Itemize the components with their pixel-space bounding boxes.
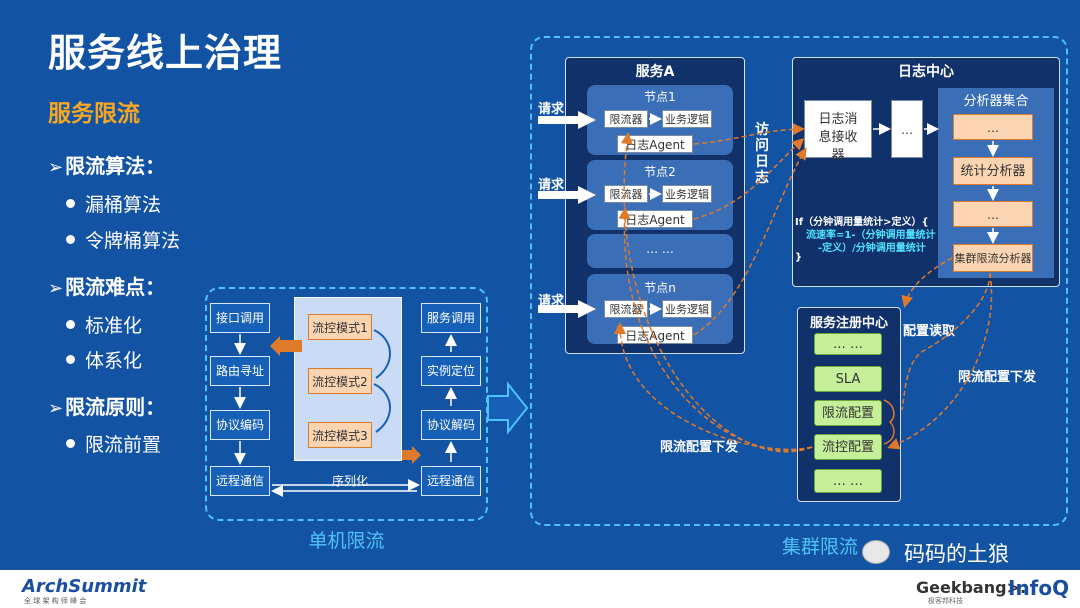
analyzer-ellipsis-1: … [953, 114, 1033, 140]
log-center-title: 日志中心 [898, 64, 954, 80]
list-item: 漏桶算法 [66, 190, 161, 217]
business-logic: 业务逻辑 [662, 185, 712, 203]
left-step-4: 远程通信 [210, 466, 270, 496]
limiter: 限流器 [604, 110, 648, 128]
right-step-3: 协议解码 [421, 410, 481, 440]
right-step-1: 服务调用 [421, 303, 481, 333]
archsummit-sub: 全 球 架 构 师 峰 会 [24, 597, 87, 605]
node-ellipsis-label: … … [646, 242, 674, 256]
archsummit-logo: ArchSummit [22, 576, 147, 597]
registry-title: 服务注册中心 [809, 316, 888, 331]
formula-line-2: 流速率=1-（分钟调用量统计 [806, 230, 936, 241]
limiter: 限流器 [604, 185, 648, 203]
registry-item-1: … … [814, 333, 882, 355]
cluster-limit-analyzer: 集群限流分析器 [953, 244, 1033, 272]
footer-bar [0, 570, 1080, 608]
left-step-2: 路由寻址 [210, 356, 270, 386]
registry-item-5: … … [814, 469, 882, 493]
wechat-icon [862, 540, 890, 564]
business-logic: 业务逻辑 [662, 300, 712, 318]
cluster-limit-caption: 集群限流 [781, 536, 858, 558]
request-label-1: 请求 [538, 102, 565, 117]
flow-mode-1: 流控模式1 [308, 314, 372, 340]
registry-item-flow-config: 流控配置 [814, 434, 882, 460]
request-label-2: 请求 [538, 178, 565, 193]
config-push-right-label: 限流配置下发 [958, 370, 1037, 385]
section-difficulty: ➢限流难点： [48, 275, 166, 299]
list-item: 体系化 [66, 346, 142, 373]
single-limit-caption: 单机限流 [308, 530, 385, 552]
registry-item-sla: SLA [814, 366, 882, 392]
list-item: 限流前置 [66, 430, 161, 457]
list-item: 标准化 [66, 311, 142, 338]
node-ellipsis [587, 234, 733, 268]
config-push-left-label: 限流配置下发 [660, 440, 739, 455]
formula-line-1: If（分钟调用量统计>定义）{ [795, 217, 929, 228]
geekbang-sub: 极客邦科技 [928, 597, 963, 605]
formula-line-4: } [795, 252, 803, 263]
config-read-label: 配置读取 [903, 324, 956, 339]
page-subtitle: 服务限流 [48, 101, 140, 127]
business-logic: 业务逻辑 [662, 110, 712, 128]
infoq-logo: InfoQ [1008, 576, 1070, 600]
analyzer-set-title: 分析器集合 [963, 94, 1029, 109]
node-2-label: 节点2 [644, 165, 676, 179]
log-mid: … [891, 100, 923, 158]
page-title: 服务线上治理 [48, 31, 283, 75]
left-step-3: 协议编码 [210, 410, 270, 440]
node-1-label: 节点1 [644, 90, 676, 104]
registry-item-limit-config: 限流配置 [814, 400, 882, 426]
list-item: 令牌桶算法 [66, 226, 180, 253]
node-n-label: 节点n [644, 281, 676, 295]
right-step-2: 实例定位 [421, 356, 481, 386]
stat-analyzer: 统计分析器 [953, 157, 1033, 185]
service-a-title: 服务A [635, 64, 675, 80]
cluster-limit-frame [530, 36, 1068, 526]
log-agent: 日志Agent [617, 326, 693, 344]
analyzer-ellipsis-2: … [953, 201, 1033, 227]
section-principle: ➢限流原则： [48, 395, 166, 419]
section-algorithm: ➢限流算法： [48, 154, 166, 178]
watermark-text: 码码的土狼 [904, 542, 1009, 566]
log-agent: 日志Agent [617, 210, 693, 228]
log-receiver: 日志消息接收器 [804, 100, 872, 163]
flow-mode-2: 流控模式2 [308, 368, 372, 394]
geekbang-logo: Geekbang>. [916, 578, 1027, 597]
formula-line-3: -定义）/分钟调用量统计 [818, 243, 926, 254]
right-step-4: 远程通信 [421, 466, 481, 496]
log-agent: 日志Agent [617, 135, 693, 153]
flow-mode-3: 流控模式3 [308, 422, 372, 448]
left-step-1: 接口调用 [210, 303, 270, 333]
